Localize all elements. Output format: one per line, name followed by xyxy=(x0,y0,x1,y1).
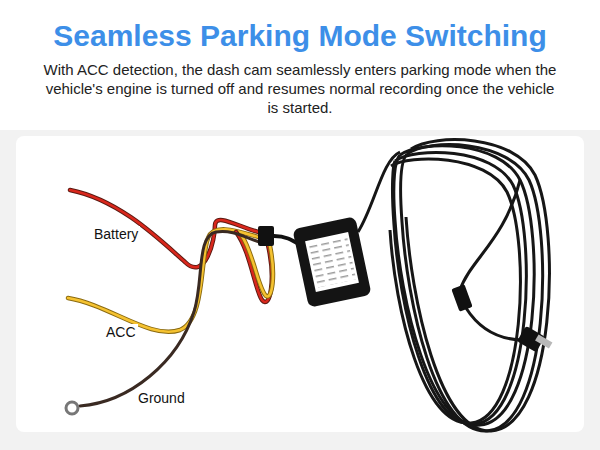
ring-terminal xyxy=(66,402,78,414)
card-ground xyxy=(0,130,600,450)
wire-label: Ground xyxy=(136,390,187,406)
connector xyxy=(258,226,274,246)
title: Seamless Parking Mode Switching xyxy=(0,18,600,54)
micro-usb-plug xyxy=(517,326,552,353)
wire-label: ACC xyxy=(104,324,138,340)
cable-coil xyxy=(358,140,549,431)
harness-wires xyxy=(68,190,273,406)
ferrite-clamp xyxy=(451,284,472,311)
wire-label: Battery xyxy=(92,226,140,242)
card xyxy=(16,136,584,432)
caption: With ACC detection, the dash cam seamles… xyxy=(40,60,560,117)
